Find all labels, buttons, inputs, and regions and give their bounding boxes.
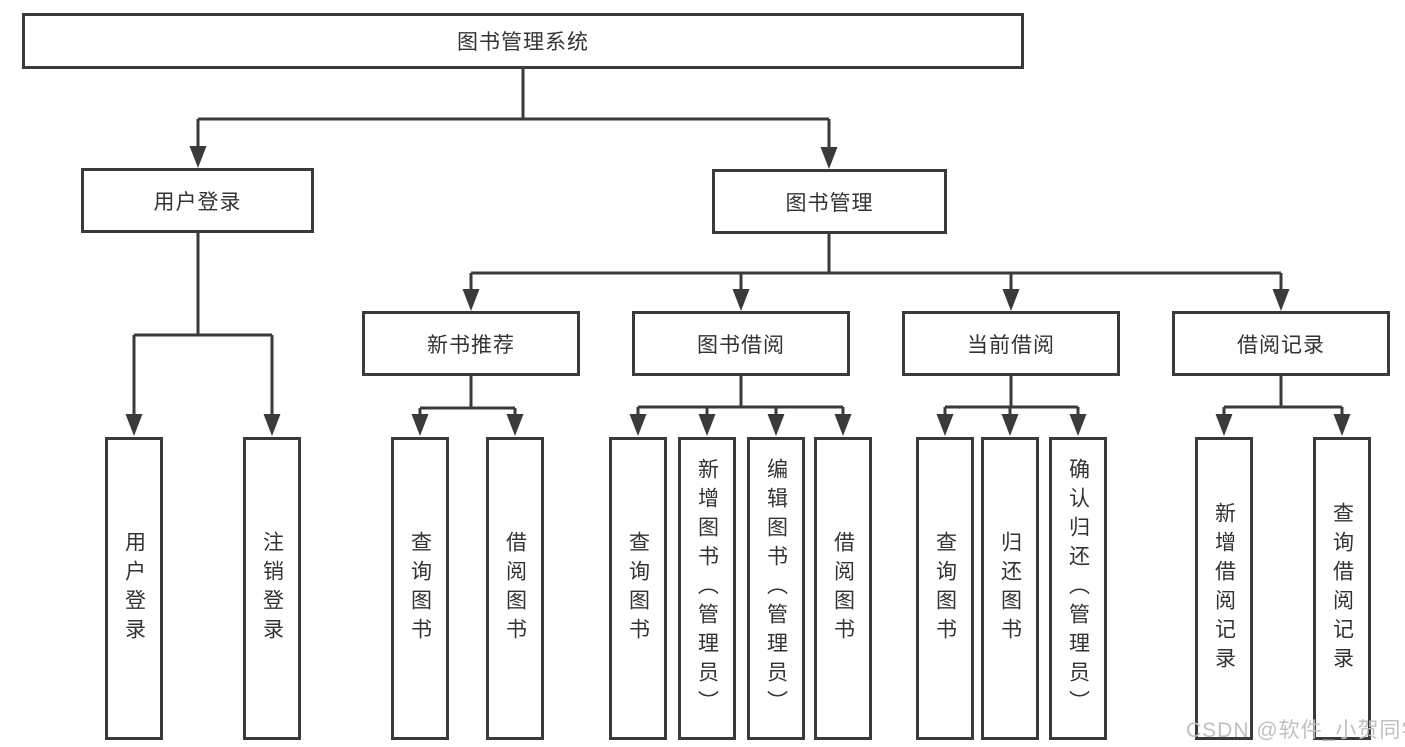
node-root: 图书管理系统 — [22, 13, 1024, 69]
node-user-login-label: 用户登录 — [153, 190, 242, 214]
leaf-add-borrow-record: 新增借阅记录 — [1195, 437, 1253, 740]
node-new-book-recommend-label: 新书推荐 — [427, 333, 515, 357]
leaf-confirm-return-admin-label: 确认归还（管理员） — [1066, 458, 1090, 719]
leaf-query-borrow-record-label: 查询借阅记录 — [1330, 501, 1354, 676]
leaf-query-books-current: 查询图书 — [916, 437, 974, 740]
leaf-edit-book-admin: 编辑图书（管理员） — [747, 437, 805, 740]
leaf-query-books-recommend: 查询图书 — [391, 437, 449, 740]
leaf-query-books-borrow: 查询图书 — [609, 437, 667, 740]
node-current-borrow-label: 当前借阅 — [967, 333, 1055, 357]
node-new-book-recommend: 新书推荐 — [362, 311, 580, 376]
leaf-borrow-books: 借阅图书 — [814, 437, 872, 740]
leaf-return-book-label: 归还图书 — [998, 530, 1022, 647]
node-borrow-records-label: 借阅记录 — [1237, 333, 1325, 357]
node-current-borrow: 当前借阅 — [902, 311, 1120, 376]
leaf-user-login-label: 用户登录 — [122, 530, 146, 647]
leaf-borrow-books-recommend: 借阅图书 — [486, 437, 544, 740]
leaf-query-books-recommend-label: 查询图书 — [408, 530, 432, 647]
leaf-query-borrow-record: 查询借阅记录 — [1313, 437, 1371, 740]
leaf-edit-book-admin-label: 编辑图书（管理员） — [764, 458, 788, 719]
node-book-borrow-label: 图书借阅 — [697, 333, 785, 357]
node-borrow-records: 借阅记录 — [1172, 311, 1390, 376]
node-book-management-label: 图书管理 — [785, 191, 874, 215]
leaf-return-book: 归还图书 — [981, 437, 1039, 740]
node-book-management: 图书管理 — [712, 169, 947, 234]
leaf-user-login: 用户登录 — [105, 437, 163, 740]
leaf-logout-label: 注销登录 — [260, 530, 284, 647]
leaf-borrow-books-recommend-label: 借阅图书 — [503, 530, 527, 647]
csdn-watermark: CSDN @软件_小贺同学 — [1186, 719, 1405, 742]
leaf-confirm-return-admin: 确认归还（管理员） — [1049, 437, 1107, 740]
leaf-add-borrow-record-label: 新增借阅记录 — [1212, 501, 1236, 676]
leaf-query-books-current-label: 查询图书 — [933, 530, 957, 647]
leaf-query-books-borrow-label: 查询图书 — [626, 530, 650, 647]
node-book-borrow: 图书借阅 — [632, 311, 850, 376]
node-user-login: 用户登录 — [81, 168, 314, 233]
leaf-logout: 注销登录 — [243, 437, 301, 740]
leaf-add-book-admin: 新增图书（管理员） — [678, 437, 736, 740]
leaf-add-book-admin-label: 新增图书（管理员） — [695, 458, 719, 719]
node-root-label: 图书管理系统 — [457, 31, 589, 54]
leaf-borrow-books-label: 借阅图书 — [831, 530, 855, 647]
